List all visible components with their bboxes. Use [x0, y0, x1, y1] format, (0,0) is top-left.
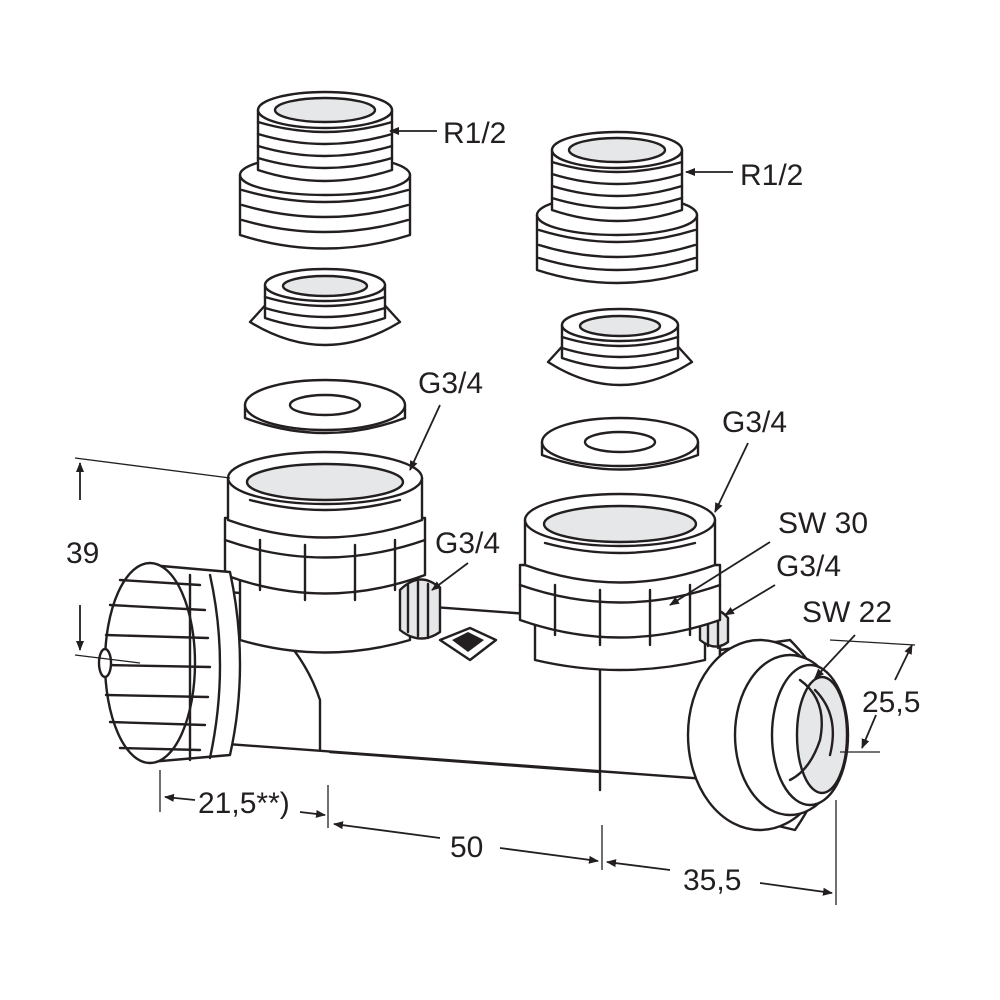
dim-cap-size: 25,5	[862, 686, 920, 719]
dimension-labels: 39 21,5**) 50 35,5 25,5	[66, 537, 920, 897]
dim-offset-right: 35,5	[683, 864, 741, 897]
callout-labels: R1/2 R1/2 G3/4 G3/4 G3/4 SW 30 G3/4 SW 2…	[418, 117, 892, 629]
dim-height: 39	[66, 537, 99, 570]
left-side-port	[398, 578, 442, 640]
label-wrench-large: SW 30	[778, 507, 868, 540]
manufacturer-logo	[438, 626, 498, 662]
label-thread-top-right: R1/2	[740, 159, 803, 192]
label-port-left: G3/4	[435, 527, 500, 560]
right-union-nut	[518, 492, 722, 647]
left-thread-adapter	[238, 90, 412, 250]
label-nut-left: G3/4	[418, 367, 483, 400]
left-adapter-stack	[238, 90, 412, 435]
right-end-cap	[686, 638, 850, 832]
callout-leaders	[389, 127, 856, 679]
dim-offset-left: 21,5**)	[198, 787, 290, 820]
right-tapered-fitting	[546, 307, 694, 387]
right-thread-adapter	[535, 130, 699, 285]
left-tapered-fitting	[248, 267, 402, 347]
label-thread-top-left: R1/2	[443, 117, 506, 150]
right-washer	[540, 416, 700, 471]
left-union-nut	[223, 450, 427, 602]
left-knurled-cap	[97, 561, 242, 765]
label-nut-right: G3/4	[722, 406, 787, 439]
label-wrench-small: SW 22	[802, 596, 892, 629]
left-washer	[243, 378, 407, 435]
right-adapter-stack	[535, 130, 700, 471]
dimension-lines	[74, 457, 916, 905]
dim-spacing: 50	[450, 831, 483, 864]
label-port-right: G3/4	[776, 550, 841, 583]
